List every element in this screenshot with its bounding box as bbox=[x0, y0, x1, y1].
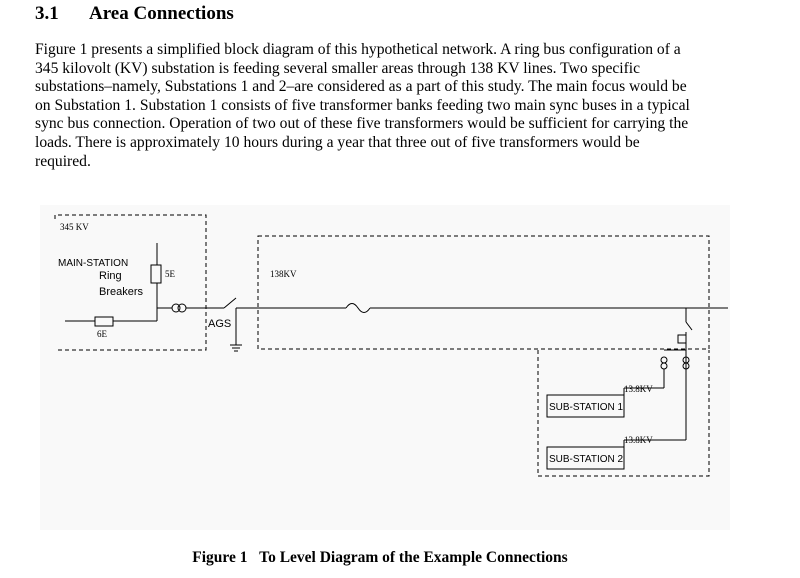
figure-caption: Figure 1 To Level Diagram of the Example… bbox=[0, 549, 760, 567]
label-138kv: 138KV bbox=[270, 269, 297, 279]
label-345kv: 345 KV bbox=[60, 222, 89, 232]
label-13-8kv-sub2: 13.8KV bbox=[624, 435, 653, 445]
caption-text: To Level Diagram of the Example Connecti… bbox=[259, 549, 568, 566]
line-break-symbol bbox=[345, 303, 371, 313]
section-heading: 3.1 Area Connections bbox=[35, 3, 234, 25]
caption-label: Figure 1 bbox=[192, 549, 248, 566]
label-breaker-6e: 6E bbox=[97, 329, 108, 339]
paragraph-line: sync bus connection. Operation of two ou… bbox=[35, 115, 689, 133]
substation-2-box bbox=[546, 446, 625, 470]
label-main-station: MAIN-STATION bbox=[58, 258, 128, 269]
main-station-boundary bbox=[54, 214, 207, 351]
body-paragraph: Figure 1 presents a simplified block dia… bbox=[35, 41, 735, 171]
section-number: 3.1 bbox=[35, 3, 59, 24]
breaker-5e-symbol bbox=[150, 264, 162, 284]
label-breakers: Breakers bbox=[99, 286, 144, 298]
section-title: Area Connections bbox=[89, 3, 234, 24]
label-ring: Ring bbox=[99, 270, 122, 282]
disconnect-switch bbox=[685, 321, 693, 331]
breaker-6e-symbol bbox=[94, 316, 114, 327]
substation-area-boundary bbox=[537, 350, 710, 477]
label-ags: AGS bbox=[208, 318, 231, 330]
paragraph-line: required. bbox=[35, 152, 91, 170]
substation-1-box bbox=[546, 394, 625, 418]
label-substation-1: SUB-STATION 1 bbox=[549, 402, 624, 413]
area-138kv-boundary bbox=[257, 235, 710, 350]
paragraph-line: Figure 1 presents a simplified block dia… bbox=[35, 41, 681, 58]
label-substation-2: SUB-STATION 2 bbox=[549, 454, 624, 465]
label-13-8kv-sub1: 13.8KV bbox=[624, 384, 653, 394]
paragraph-line: loads. There is approximately 10 hours d… bbox=[35, 133, 640, 151]
coupling-transformer-symbol bbox=[171, 303, 181, 313]
paragraph-line: 345 kilovolt (KV) substation is feeding … bbox=[35, 59, 641, 77]
paragraph-line: on Substation 1. Substation 1 consists o… bbox=[35, 96, 690, 114]
ags-switch-blade bbox=[223, 297, 237, 309]
paragraph-line: substations–namely, Substations 1 and 2–… bbox=[35, 78, 687, 96]
label-breaker-5e: 5E bbox=[165, 269, 176, 279]
